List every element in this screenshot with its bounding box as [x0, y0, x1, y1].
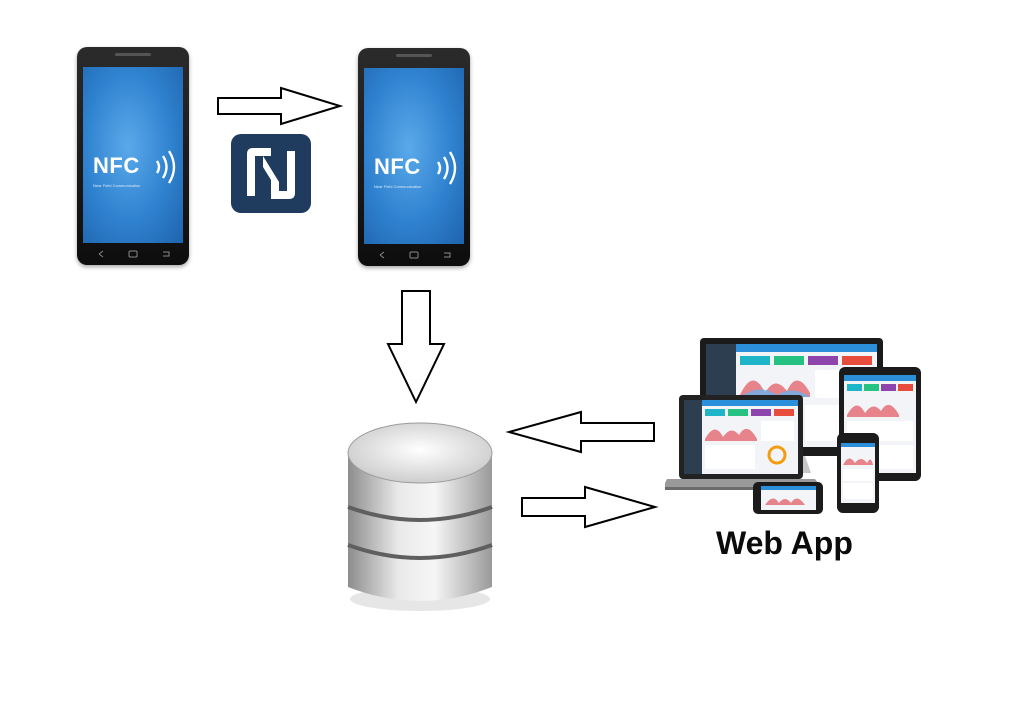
nfc-logo-icon — [231, 134, 311, 213]
arrow-phone-to-database — [386, 290, 446, 405]
tablet-icon — [839, 367, 921, 481]
source-phone-screen: NFC Near Field Communication — [83, 67, 183, 243]
web-app-devices — [665, 338, 921, 514]
nfc-wave-icon — [436, 151, 457, 185]
target-phone: NFC Near Field Communication — [358, 48, 470, 266]
phone-nav-bar — [98, 250, 170, 258]
database-icon — [347, 422, 493, 611]
target-phone-nfc-text: NFC — [374, 154, 421, 179]
nfc-wave-icon — [155, 150, 176, 184]
phone-speaker — [396, 54, 432, 57]
laptop-icon — [665, 395, 821, 490]
smartphone-landscape-icon — [753, 482, 823, 514]
arrow-database-to-webapp — [521, 485, 659, 529]
arrow-phone-to-phone — [217, 86, 344, 126]
phone-nav-bar — [379, 251, 451, 259]
web-app-label: Web App — [716, 525, 853, 561]
target-phone-screen: NFC Near Field Communication — [364, 68, 464, 244]
target-phone-caption: Near Field Communication — [374, 184, 422, 189]
arrow-webapp-to-database — [505, 410, 655, 454]
source-phone: NFC Near Field Communication — [77, 47, 189, 265]
source-phone-nfc-text: NFC — [93, 153, 140, 178]
phone-speaker — [115, 53, 151, 56]
smartphone-icon — [837, 433, 879, 513]
source-phone-caption: Near Field Communication — [93, 183, 141, 188]
